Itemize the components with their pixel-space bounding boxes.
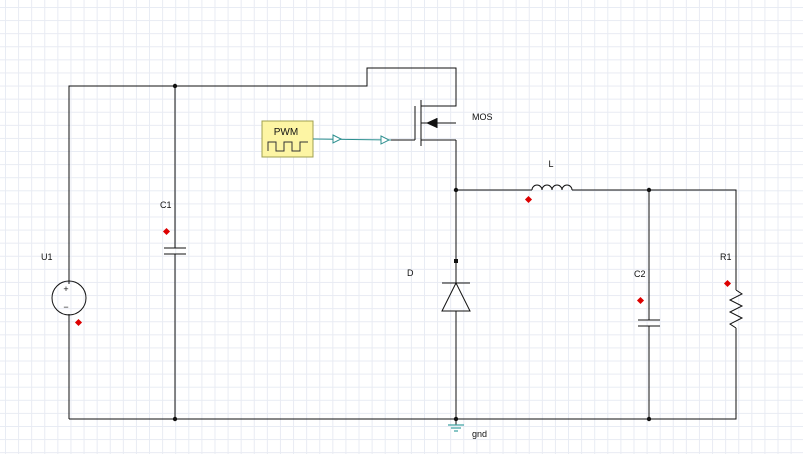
diode-icon: [441, 262, 471, 312]
capacitor-c2[interactable]: C2: [634, 269, 660, 344]
wire-output-rail[interactable]: [578, 189, 737, 276]
diode-d[interactable]: D: [407, 262, 471, 312]
polarity-marker: [723, 279, 732, 288]
capacitor-c1[interactable]: C1: [160, 200, 186, 272]
junctions: [172, 83, 652, 422]
ground-icon: [448, 424, 464, 432]
polarity-marker: [162, 227, 171, 236]
inductor-icon: [520, 184, 578, 191]
label-mos: MOS: [472, 112, 493, 122]
voltage-source-icon: [51, 270, 87, 326]
mosfet-icon: [391, 88, 457, 146]
mosfet-mos[interactable]: MOS: [391, 88, 493, 146]
polarity-marker: [74, 318, 83, 327]
wire-pwm-signal[interactable]: [312, 138, 392, 141]
junction-dot: [453, 187, 459, 193]
label-r1: R1: [720, 252, 732, 262]
pwm-source-icon: [261, 120, 314, 158]
polarity-marker: [524, 195, 533, 204]
pin-marker: [454, 259, 458, 263]
junction-dot: [172, 83, 178, 89]
junction-dot: [453, 416, 459, 422]
polarity-marker: [636, 296, 645, 305]
junction-dot: [646, 187, 652, 193]
signal-arrow: [332, 134, 343, 144]
capacitor-icon: [164, 230, 186, 272]
label-gnd: gnd: [472, 429, 487, 439]
capacitor-icon: [638, 302, 660, 344]
source-plus-sign: +: [63, 284, 68, 294]
source-minus-sign: −: [63, 302, 68, 312]
label-c2: C2: [634, 269, 646, 279]
signal-arrow: [380, 135, 391, 145]
resistor-icon: [728, 276, 744, 330]
wires: [68, 67, 737, 425]
resistor-r1[interactable]: R1: [720, 252, 744, 330]
wire-ground-rail[interactable]: [69, 330, 737, 420]
wire-top-rail[interactable]: [68, 67, 457, 284]
label-l: L: [548, 159, 553, 169]
label-c1: C1: [160, 200, 172, 210]
label-pwm: PWM: [274, 127, 298, 138]
junction-dot: [646, 416, 652, 422]
inductor-l[interactable]: L: [520, 159, 578, 204]
voltage-source-u1[interactable]: + − U1: [41, 252, 87, 327]
label-u1: U1: [41, 252, 53, 262]
pwm-source[interactable]: PWM: [261, 120, 392, 158]
junction-dot: [172, 416, 178, 422]
ground-gnd[interactable]: gnd: [448, 424, 487, 439]
label-d: D: [407, 268, 414, 278]
